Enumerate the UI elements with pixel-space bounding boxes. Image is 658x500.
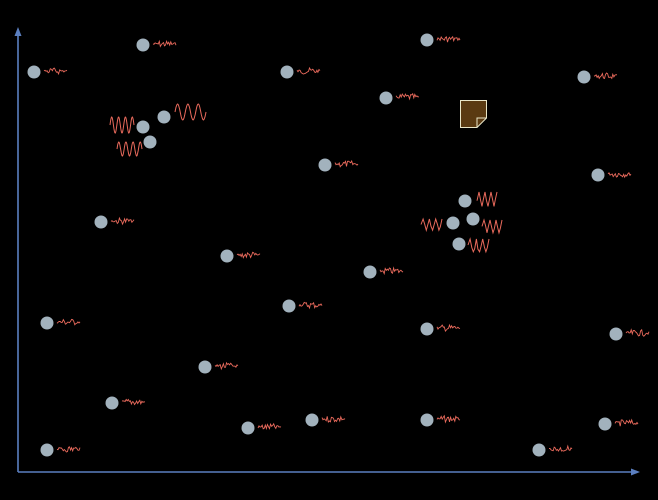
node-circle [420,413,434,427]
document-note-icon [460,100,487,128]
node-circle [198,360,212,374]
node-circle [466,212,480,226]
node-circle [609,327,623,341]
noise-waveform [110,216,135,226]
spike-waveform [420,217,443,233]
sine-waveform [116,141,143,157]
node-circle [363,265,377,279]
noise-waveform [614,418,639,427]
sine-waveform [174,103,207,121]
node-circle [446,216,460,230]
node-circle [452,237,466,251]
noise-waveform [236,251,261,259]
node-circle [458,194,472,208]
noise-waveform [436,35,461,43]
noise-waveform [152,39,177,48]
noise-waveform [56,446,81,453]
node-circle [94,215,108,229]
node-circle [220,249,234,263]
nodes [27,33,623,457]
y-axis-arrow-icon [14,27,22,36]
spike-waveform [476,191,498,207]
node-circle [318,158,332,172]
node-circle [598,417,612,431]
noise-waveform [321,415,346,423]
node-circle [577,70,591,84]
node-circle [280,65,294,79]
node-circle [136,38,150,52]
node-circle [305,413,319,427]
noise-waveform [593,72,618,80]
node-circle [591,168,605,182]
node-circle [40,443,54,457]
node-circle [379,91,393,105]
noise-waveform [121,398,146,406]
noise-waveform [607,172,632,179]
node-circle [282,299,296,313]
noise-waveform [214,361,239,371]
node-circle [420,33,434,47]
node-circle [532,443,546,457]
noise-waveform [379,266,404,276]
noise-waveform [549,444,573,452]
spike-waveform [467,237,490,254]
node-circle [136,120,150,134]
noise-waveform [56,318,81,326]
axes [14,27,640,476]
node-circle [241,421,255,435]
x-axis-arrow-icon [631,468,640,476]
node-circle [157,110,171,124]
node-circle [143,135,157,149]
noise-waveform [625,328,650,337]
noise-waveform [436,323,461,333]
spike-waveform [481,218,503,235]
noise-waveform [395,92,420,101]
waveforms [43,35,650,453]
node-circle [27,65,41,79]
node-circle [105,396,119,410]
noise-waveform [43,67,68,76]
node-circle [420,322,434,336]
sine-waveform [109,116,135,134]
noise-waveform [298,301,323,310]
noise-waveform [257,422,282,431]
node-circle [40,316,54,330]
note-body [460,100,487,128]
note-fold [476,117,487,128]
noise-waveform [334,159,359,168]
noise-waveform [296,66,321,75]
noise-waveform [436,414,461,424]
